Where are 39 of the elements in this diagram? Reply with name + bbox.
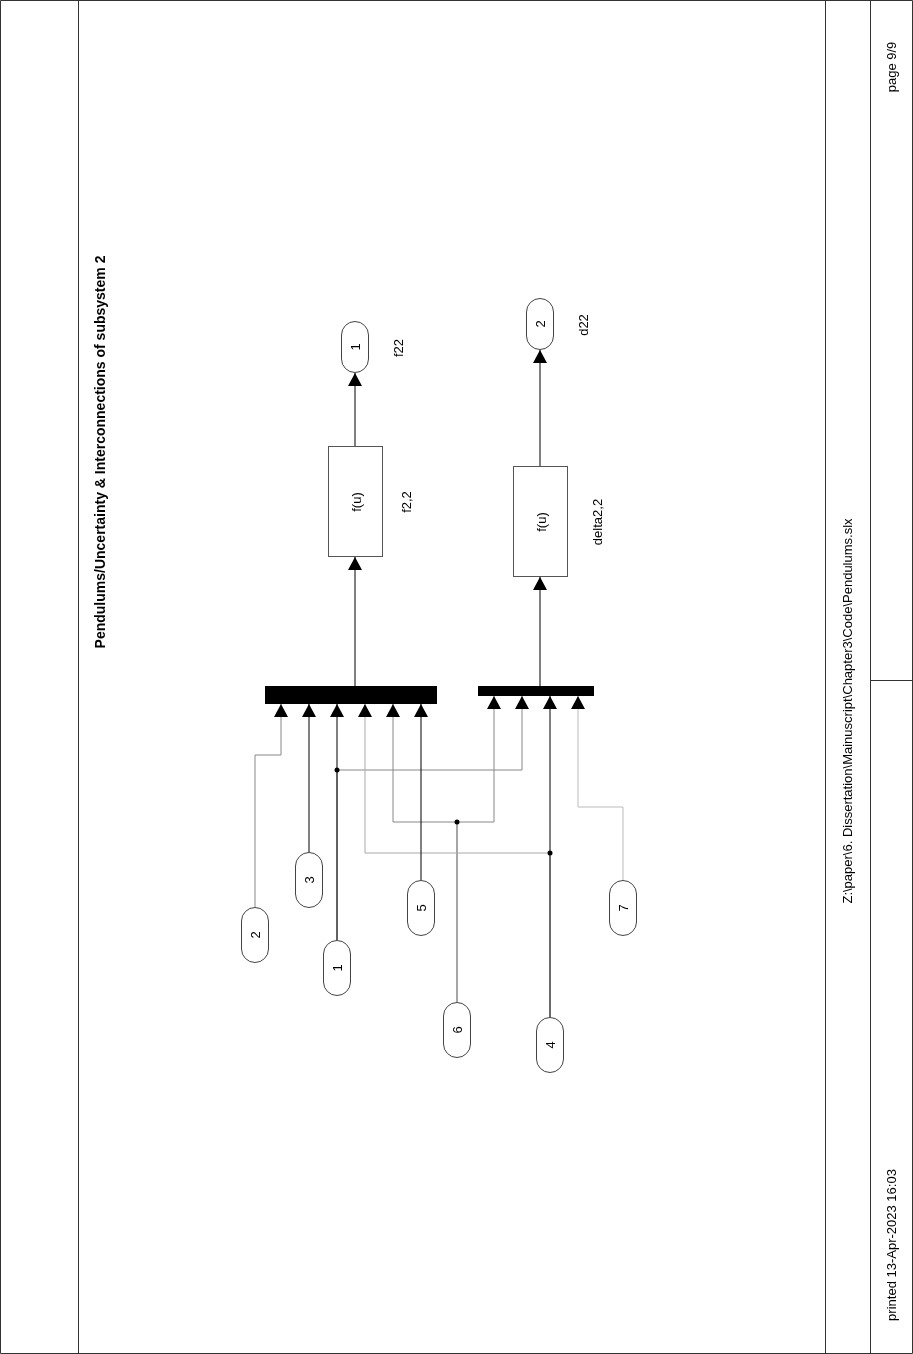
inport <box>443 1002 471 1058</box>
signal-line <box>543 695 557 1018</box>
mux-bar <box>265 686 437 704</box>
mux-bar <box>478 686 594 696</box>
signal-line <box>254 703 288 908</box>
diagram-title: Pendulums/Uncertainty & Interconnections of subsystem 2 <box>93 255 107 649</box>
signal-line <box>348 556 362 687</box>
port-number: 6 <box>450 1026 464 1034</box>
inport <box>407 880 435 936</box>
block-name: f2,2 <box>399 491 413 513</box>
port-number: 7 <box>616 904 630 912</box>
inport <box>609 880 637 936</box>
port-number: 2 <box>248 931 262 939</box>
signal-line <box>330 703 344 941</box>
block-label: f(u) <box>349 491 362 512</box>
port-number: 1 <box>348 343 362 351</box>
signal-line <box>414 703 428 881</box>
signal-line <box>348 372 362 447</box>
port-number: 1 <box>330 964 344 972</box>
block-name: f22 <box>391 338 405 358</box>
signal-line <box>302 703 316 853</box>
signal-line <box>533 576 547 687</box>
block-label: f(u) <box>534 511 547 532</box>
block-name: d22 <box>576 314 590 336</box>
inport <box>241 907 269 963</box>
port-number: 3 <box>302 876 316 884</box>
inport <box>536 1017 564 1073</box>
signal-line <box>571 695 624 881</box>
port-number: 5 <box>414 904 428 912</box>
inport <box>323 940 351 996</box>
signal-line <box>533 349 547 467</box>
block-name: delta2,2 <box>590 498 604 546</box>
signal-line <box>456 695 501 1003</box>
port-number: 4 <box>543 1041 557 1049</box>
port-number: 2 <box>533 320 547 328</box>
page-number: page 9/9 <box>884 41 898 93</box>
inport <box>295 852 323 908</box>
print-date: printed 13-Apr-2023 16:03 <box>884 1169 898 1321</box>
file-path: Z:\paper\6. Dissertation\Mainuscript\Chapter3\Code\Pendulums.slx <box>840 518 854 904</box>
